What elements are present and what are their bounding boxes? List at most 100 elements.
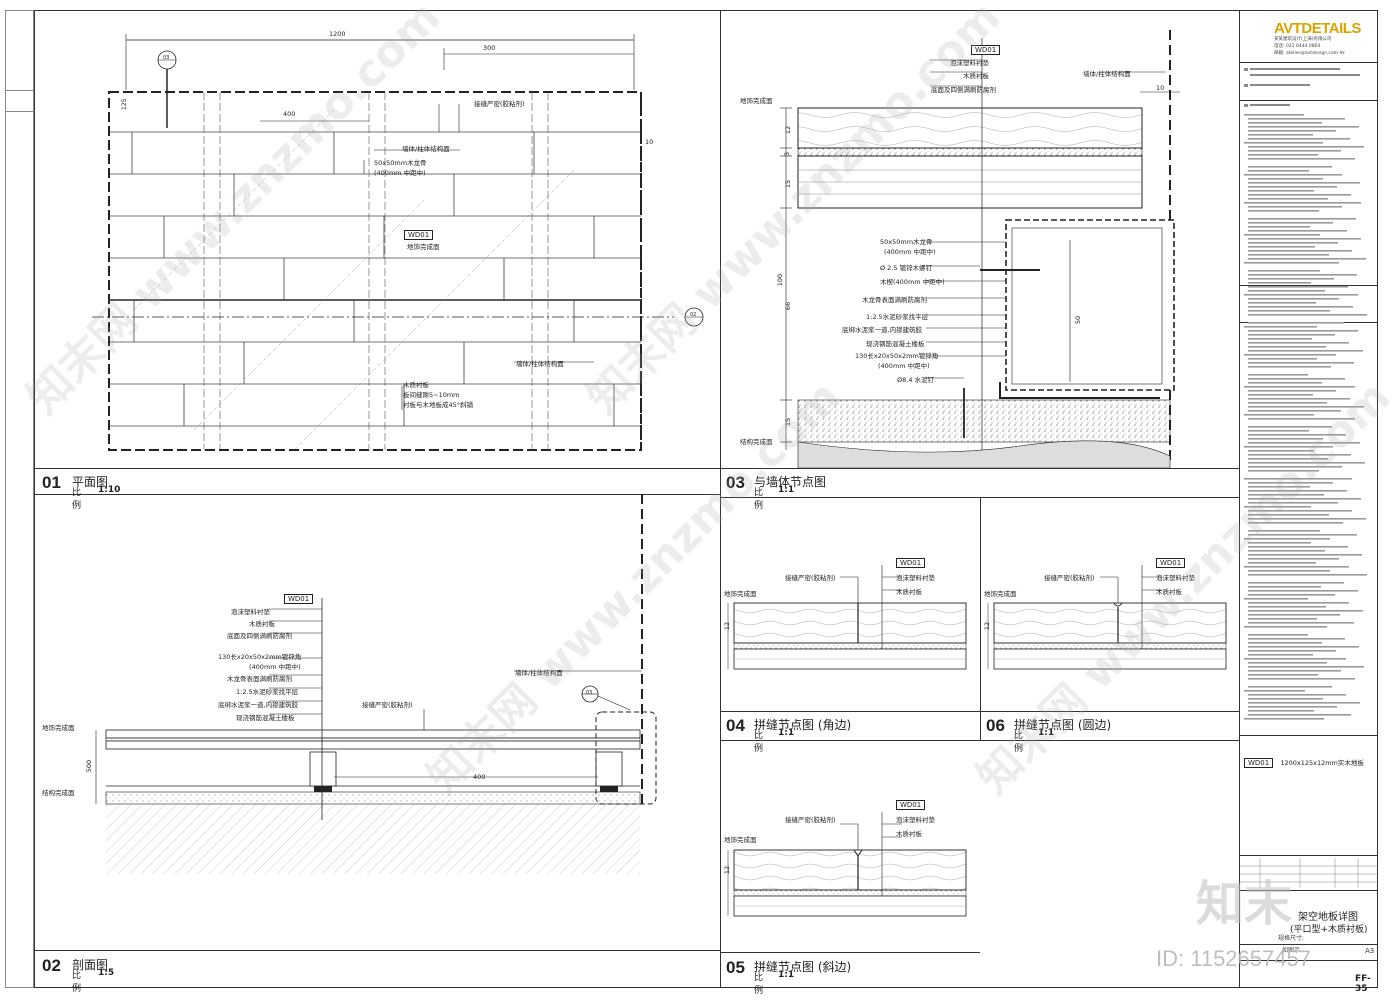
- spec-line: [1244, 598, 1308, 600]
- spec-line: [1248, 606, 1326, 608]
- spec-line: [1248, 246, 1315, 248]
- seam04-tag: WD01: [896, 558, 926, 568]
- spec-line: [1248, 438, 1323, 440]
- panel-03-title: 03 与墙体节点图 比例 1:1: [726, 473, 826, 511]
- spec-line: [1248, 594, 1335, 596]
- spec-line: [1244, 718, 1324, 720]
- scale-value: 如图示: [1282, 947, 1301, 954]
- panel-05-title: 05 拼缝节点图 (斜边) 比例 1:1: [726, 958, 851, 996]
- brand-logo: AVTDETAILS: [1274, 20, 1361, 37]
- spec-line: [1248, 430, 1309, 432]
- seam06-liner: 木质衬板: [1156, 588, 1182, 596]
- spec-line: [1248, 710, 1314, 712]
- wall-joint-label-mid-7: 现浇钢筋混凝土楼板: [866, 340, 925, 348]
- panel-number: 01: [42, 473, 61, 492]
- divider-v-center: [720, 10, 721, 988]
- spec-line: [1248, 334, 1335, 336]
- seam05-tag: WD01: [896, 800, 926, 810]
- spec-line: [1248, 122, 1322, 124]
- sidebar-sep-2: [1240, 100, 1378, 101]
- plan-label-liner3: 衬板与木地板成45°斜铺: [403, 401, 474, 409]
- spec-line: [1248, 222, 1333, 224]
- seam04-finish: 地饰完成面: [724, 590, 757, 598]
- spec-line: [1248, 482, 1333, 484]
- spec-line: [1248, 518, 1366, 520]
- spec-line: [1248, 186, 1337, 188]
- spec-line: [1248, 182, 1360, 184]
- sidebar-legend: WD01 1200x125x12mm实木地板: [1244, 750, 1364, 769]
- panel-title: 剖面图: [72, 958, 109, 972]
- spec-line: [1248, 330, 1358, 332]
- section-label-5: 木龙骨表面满刷防腐剂: [227, 675, 292, 683]
- panel-scale-label: 比例: [1014, 731, 1024, 754]
- spec-line: [1248, 686, 1332, 688]
- spec-line: [1248, 466, 1342, 468]
- section-label-1: 木质衬板: [249, 620, 275, 628]
- wall-joint-finish-bottom: 结构完成面: [740, 438, 773, 446]
- sheet-border: [34, 10, 1378, 988]
- seam04-seam: 接缝严密(胶粘剂): [785, 574, 836, 582]
- spec-line: [1248, 402, 1327, 404]
- spec-line: [1248, 662, 1327, 664]
- spec-line: [1248, 442, 1360, 444]
- seam06-dim: 12: [983, 621, 992, 631]
- spec-line: [1248, 198, 1328, 200]
- spec-line: [1244, 262, 1339, 264]
- spec-line: [1248, 350, 1363, 352]
- spec-line: [1244, 690, 1305, 692]
- plan-label-seam: 接缝严密(胶粘剂): [474, 100, 525, 108]
- spec-line: [1248, 434, 1346, 436]
- dim-125: 125: [121, 98, 128, 110]
- spec-line: [1248, 206, 1342, 208]
- section-label-6: 1:2.5水泥砂浆找平层: [236, 688, 299, 696]
- spec-line: [1248, 698, 1323, 700]
- spec-line: [1248, 218, 1356, 220]
- sidebar-sep-8: [1240, 944, 1378, 945]
- spec-line: [1248, 582, 1344, 584]
- spec-line: [1248, 670, 1341, 672]
- spec-line: [1244, 202, 1361, 204]
- spec-line: [1248, 254, 1329, 256]
- section-finish-top: 地饰完成面: [42, 724, 75, 732]
- spec-line: [1248, 558, 1339, 560]
- spec-line: [1244, 446, 1333, 448]
- panel-scale-value: 1:5: [98, 968, 115, 978]
- spec-line: [1248, 358, 1317, 360]
- spec-line: [1248, 390, 1336, 392]
- panel-scale-value: 1:10: [98, 485, 121, 495]
- section-label-4: (400mm 中距中): [249, 663, 301, 671]
- drawing-title-2: (平口型+木质衬板): [1290, 925, 1368, 935]
- panel-number: 04: [726, 716, 745, 735]
- spec-line: [1248, 146, 1364, 148]
- spec-line: [1244, 294, 1358, 296]
- spec-line: [1248, 622, 1354, 624]
- spec-line: [1248, 342, 1349, 344]
- panel-title: 拼缝节点图 (斜边): [754, 960, 852, 974]
- wall-joint-dim-10: 10: [1156, 84, 1165, 92]
- plan-label-keel: 50x50mm木龙骨: [374, 159, 427, 167]
- spec-line: [1248, 650, 1336, 652]
- seam-detail-04: [727, 565, 967, 670]
- seam05-dim: 12: [723, 865, 732, 875]
- titlebar-04: [720, 711, 980, 712]
- section-label-seam: 接缝严密(胶粘剂): [362, 701, 413, 709]
- spec-line: [1248, 286, 1348, 288]
- spec-line: [1248, 714, 1351, 716]
- spec-line: [1248, 554, 1362, 556]
- panel-06-title: 06 拼缝节点图 (圆边) 比例 1:1: [986, 716, 1111, 754]
- section-label-2: 底面及四侧满刷防腐剂: [227, 632, 292, 640]
- panel-scale-label: 比例: [754, 973, 764, 996]
- spec-line: [1248, 118, 1345, 120]
- plan-dim-400: 400: [283, 110, 296, 118]
- panel-scale-value: 1:1: [778, 728, 795, 738]
- spec-line: [1248, 570, 1330, 572]
- seam06-tag: WD01: [1156, 558, 1186, 568]
- spec-line: [1248, 494, 1324, 496]
- spec-line: [1248, 426, 1332, 428]
- brand-email: 邮箱: atelier@avtdesign.com.hk: [1274, 51, 1345, 56]
- seam-detail-05: [727, 812, 967, 917]
- wall-joint-dim-66: 66: [784, 301, 793, 311]
- spec-line: [1248, 278, 1334, 280]
- spec-line: [1248, 306, 1353, 308]
- spec-line: [1248, 338, 1312, 340]
